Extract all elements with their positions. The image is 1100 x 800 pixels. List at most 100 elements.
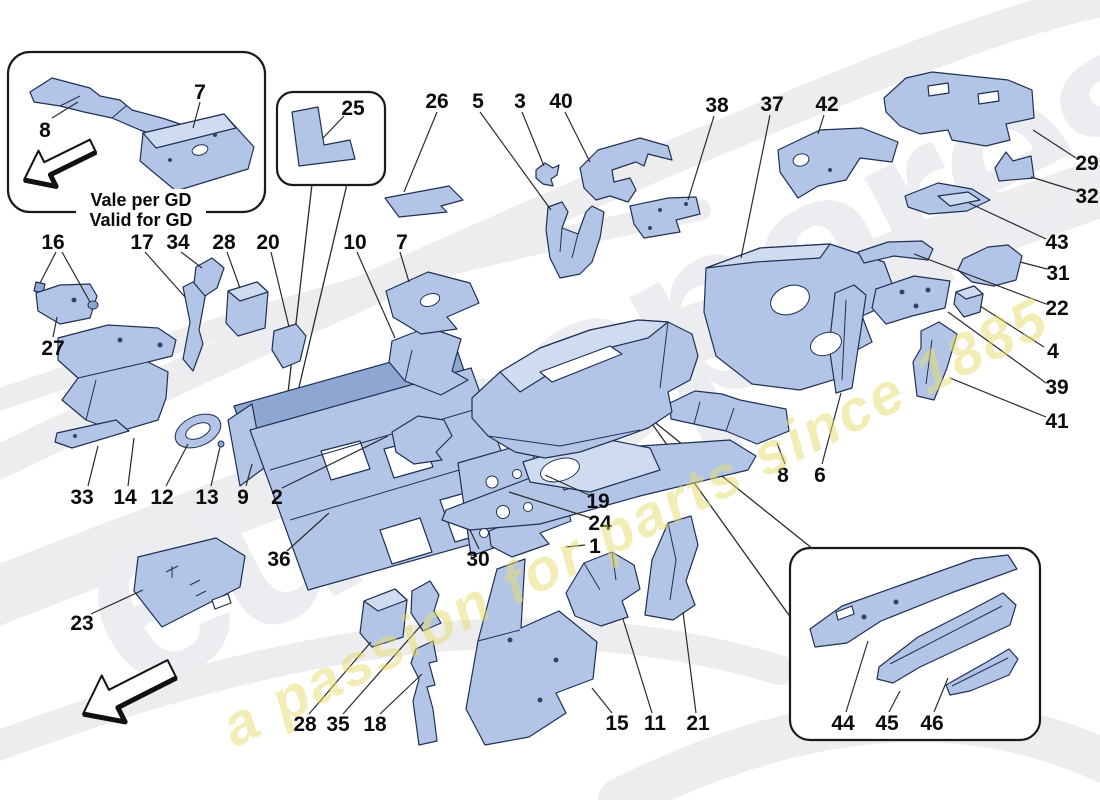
gd-note: Vale per GD Valid for GD	[76, 189, 206, 232]
part-25	[291, 106, 356, 167]
leader-line	[379, 673, 423, 715]
part-11-lines	[583, 551, 617, 591]
leader-line	[622, 618, 653, 714]
part-4-top	[955, 285, 984, 300]
part-number-label: 25	[341, 97, 365, 120]
dot-14a	[117, 337, 123, 343]
leader-line	[399, 251, 410, 283]
part-29-notch1	[927, 82, 950, 97]
dot-15c	[537, 697, 543, 703]
part-number-label: 26	[425, 90, 448, 113]
watermark-swoosh	[0, 0, 1100, 481]
part-29	[883, 71, 1035, 147]
part-number-label: 12	[150, 486, 173, 509]
leader-line	[1019, 261, 1048, 270]
part-number-label: 40	[549, 90, 572, 113]
part-16-nut	[87, 300, 99, 310]
part-number-label: 1	[589, 535, 601, 558]
part-number-label: 35	[326, 713, 350, 736]
leader-line	[933, 677, 949, 713]
part-number-label: 10	[343, 231, 366, 254]
leader-line	[322, 115, 345, 139]
part-45-line	[889, 605, 1003, 665]
direction-arrow-layer	[23, 138, 178, 725]
part-number-label: 32	[1075, 185, 1098, 208]
leader-line	[356, 251, 396, 339]
direction-arrow-shadow	[82, 675, 178, 725]
leader-line	[682, 611, 697, 714]
part-30-hole3	[496, 505, 510, 519]
dot-39b	[925, 287, 931, 293]
leader-line	[968, 202, 1047, 240]
parts-layer	[29, 71, 1035, 746]
part-7-gd-hole	[191, 144, 209, 156]
part-46	[945, 648, 1019, 696]
part-7-cover-hole	[419, 293, 441, 307]
part-number-label: 19	[586, 490, 609, 513]
part-number-label: 24	[588, 512, 612, 535]
leader-line	[565, 544, 586, 548]
dot-39c	[913, 303, 919, 309]
part-number-label: 42	[815, 93, 838, 116]
part-number-label: 43	[1045, 231, 1068, 254]
part-number-label: 22	[1045, 297, 1068, 320]
part-number-label: 46	[920, 712, 943, 735]
part-15	[465, 558, 598, 746]
part-10-line	[404, 349, 413, 382]
part-5	[545, 201, 605, 279]
part-number-label: 17	[130, 231, 153, 254]
dot-14b	[157, 342, 163, 348]
leader-line	[845, 640, 869, 713]
leader-line	[979, 305, 1045, 348]
part-6	[828, 284, 867, 394]
leader-line	[591, 687, 613, 714]
part-21	[644, 515, 699, 621]
part-number-label: 7	[396, 231, 408, 254]
dot-39a	[899, 289, 905, 295]
part-36-hole3	[379, 517, 433, 565]
part-23-marks	[165, 565, 207, 597]
part-number-label: 38	[705, 94, 729, 117]
leader-line	[544, 474, 590, 496]
dot-44a	[861, 614, 867, 620]
leader-line	[821, 392, 842, 465]
part-number-label: 18	[363, 713, 387, 736]
part-30-hole1	[485, 475, 499, 489]
part-23	[133, 537, 246, 628]
part-44	[809, 554, 1018, 648]
part-8-rail-lines	[693, 401, 735, 432]
callout-pointer-line	[290, 183, 348, 422]
leader-line	[564, 111, 591, 163]
part-41-line	[925, 339, 933, 385]
callout-pointer-line	[284, 183, 313, 420]
leader-line	[469, 529, 480, 550]
leader-line	[270, 251, 290, 328]
part-6-line	[841, 299, 847, 381]
part-15-line	[477, 629, 521, 642]
dot-44b	[893, 599, 899, 605]
part-37-hole1	[770, 284, 810, 316]
part-number-label: 2	[271, 486, 283, 509]
part-45	[876, 592, 1017, 684]
part-number-label: 9	[237, 486, 249, 509]
part-28-top-face	[227, 281, 269, 302]
leader-line	[1032, 129, 1077, 159]
part-41	[912, 321, 958, 401]
leader-line	[281, 435, 389, 489]
part-43-flap	[937, 191, 981, 207]
part-number-label: 23	[70, 612, 93, 635]
part-30-hole4	[523, 502, 533, 512]
part-32	[994, 151, 1035, 182]
leader-line	[144, 251, 186, 298]
part-44-notch	[835, 605, 855, 621]
part-number-label: 29	[1075, 152, 1098, 175]
part-number-label: 5	[472, 90, 484, 113]
part-number-label: 21	[686, 712, 710, 735]
part-26	[384, 185, 464, 218]
leader-line	[479, 111, 552, 211]
part-31	[957, 244, 1023, 287]
part-28-bottom-face	[363, 588, 408, 612]
part-number-label: 41	[1045, 410, 1069, 433]
